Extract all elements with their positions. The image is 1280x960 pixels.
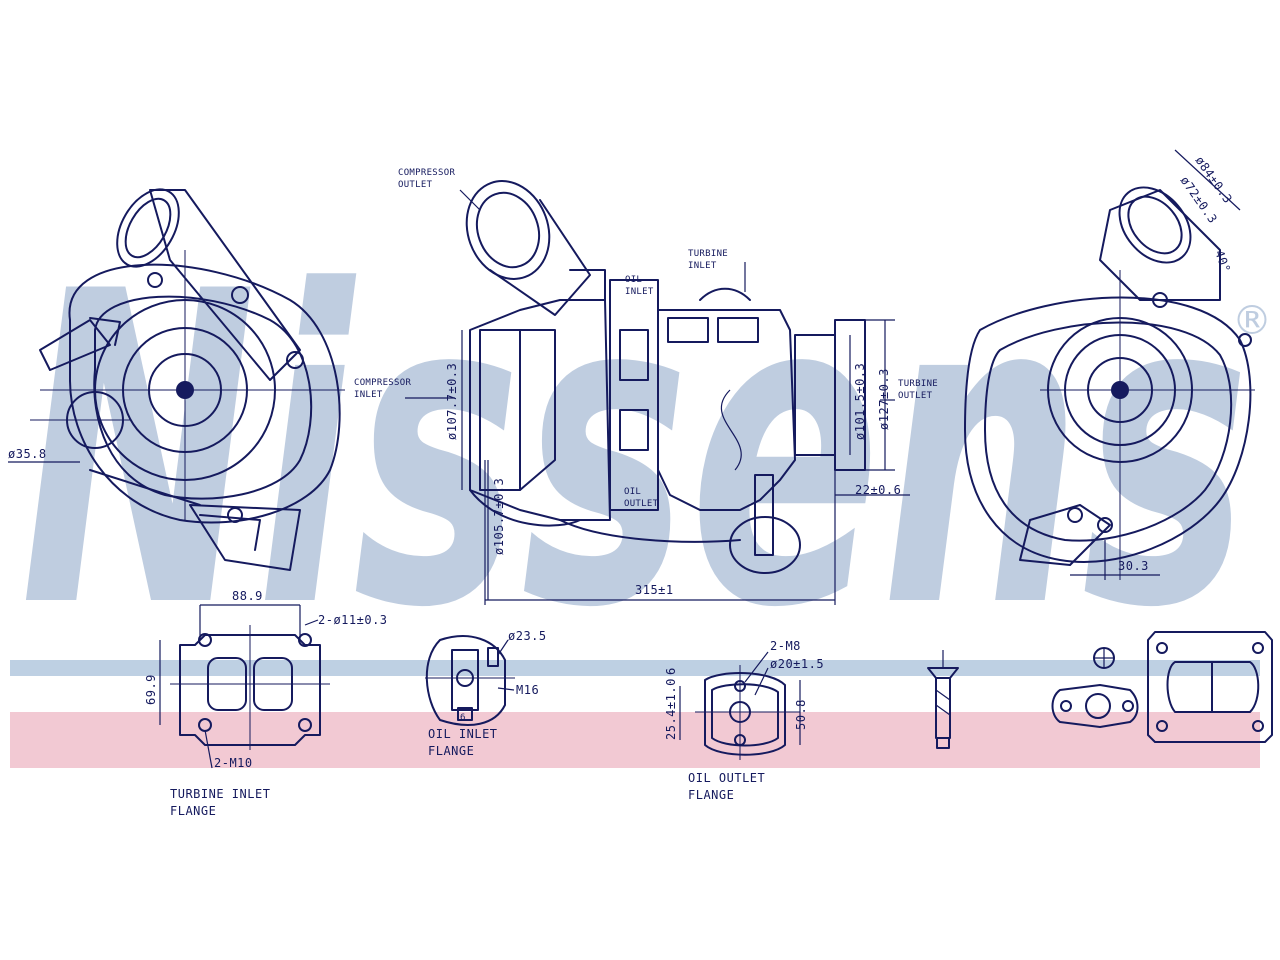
left-view-compressor-side (30, 188, 345, 571)
dim-6: 6 (460, 713, 466, 723)
dim-30-3: 30.3 (1118, 559, 1149, 573)
label-turbine-outlet-2: OUTLET (898, 391, 933, 401)
label-compressor-inlet-2: INLET (354, 390, 383, 400)
dim-d127: ø127±0.3 (877, 368, 891, 430)
dim-d35-8: ø35.8 (8, 447, 47, 461)
blue-stripe (10, 660, 1260, 676)
label-turbine-inlet-1: TURBINE (688, 249, 728, 259)
dim-88-9: 88.9 (232, 589, 263, 603)
turbine-gasket-drawing (1147, 631, 1273, 743)
dim-d23-5: ø23.5 (508, 629, 547, 643)
label-oil-outlet-2: OUTLET (624, 499, 659, 509)
watermark-text: Nissens (20, 202, 1250, 702)
label-compressor-outlet-1: COMPRESSOR (398, 168, 455, 178)
red-stripe (10, 712, 1260, 768)
oil-outlet-flange-drawing (695, 665, 800, 760)
dim-m16: M16 (516, 683, 539, 697)
label-oil-inlet-flange-1: OIL INLET (428, 727, 498, 741)
label-compressor-inlet-1: COMPRESSOR (354, 378, 411, 388)
oil-gasket-drawing (1051, 647, 1139, 728)
right-view-turbine-side (964, 186, 1255, 580)
label-turbine-inlet-flange-1: TURBINE INLET (170, 787, 270, 801)
dim-50-8: 50.8 (794, 699, 808, 730)
label-oil-outlet-flange-1: OIL OUTLET (688, 771, 765, 785)
dim-holes-11: 2-ø11±0.3 (318, 613, 388, 627)
dim-d20: ø20±1.5 (770, 657, 824, 671)
dim-d107-7: ø107.7±0.3 (445, 363, 459, 440)
dim-m10: 2-M10 (214, 756, 253, 770)
registered-mark: ® (1232, 298, 1272, 344)
label-oil-outlet-flange-2: FLANGE (688, 788, 734, 802)
label-turbine-inlet-flange-2: FLANGE (170, 804, 216, 818)
dim-25-4: 25.4±1.0 (664, 678, 678, 740)
dim-22: 22±0.6 (855, 483, 901, 497)
center-view-side (465, 180, 866, 574)
dim-m8: 2-M8 (770, 639, 801, 653)
label-oil-inlet-1: OIL (625, 275, 642, 285)
dim-315: 315±1 (635, 583, 674, 597)
bolt-part-drawing (927, 650, 959, 749)
label-turbine-outlet-1: TURBINE (898, 379, 938, 389)
dim-d105-7: ø105.7±0.3 (492, 478, 506, 555)
dim-6-outlet: 6 (664, 667, 678, 675)
turbine-inlet-flange-drawing (170, 625, 330, 750)
label-oil-outlet-1: OIL (624, 487, 641, 497)
dim-69-9: 69.9 (144, 674, 158, 705)
label-oil-inlet-flange-2: FLANGE (428, 744, 474, 758)
label-oil-inlet-2: INLET (625, 287, 654, 297)
label-compressor-outlet-2: OUTLET (398, 180, 433, 190)
oil-inlet-flange-drawing (425, 635, 515, 726)
label-turbine-inlet-2: INLET (688, 261, 717, 271)
dim-d101-5: ø101.5±0.3 (853, 363, 867, 440)
